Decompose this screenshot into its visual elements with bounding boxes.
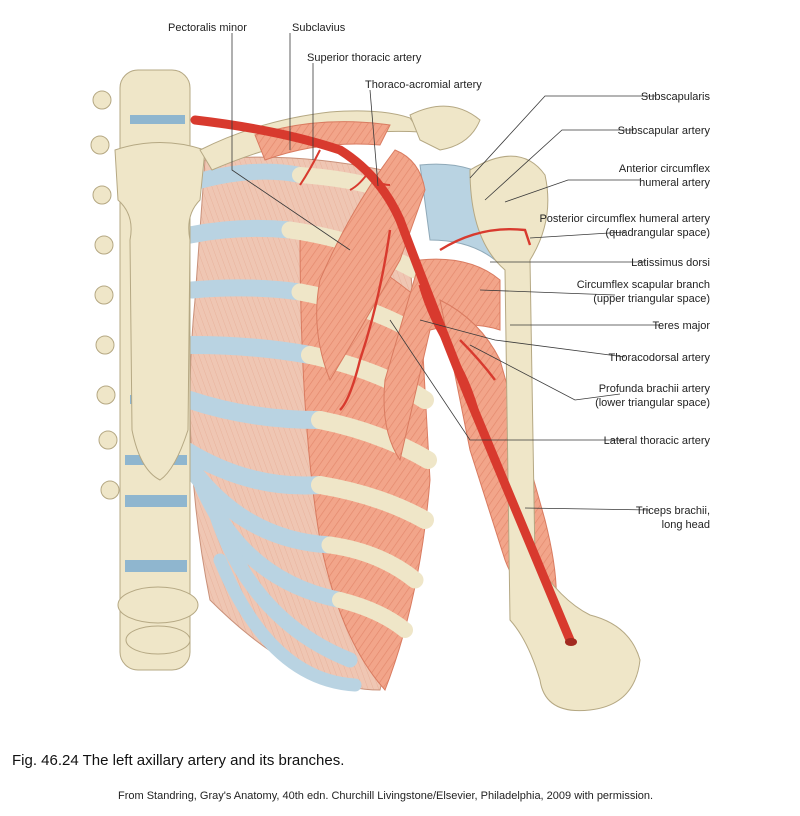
sternum xyxy=(114,142,206,481)
label-circumflex-scapular-line1: Circumflex scapular branch xyxy=(577,279,710,291)
label-posterior-circumflex-line1: Posterior circumflex humeral artery xyxy=(539,213,710,225)
label-triceps-line2: long head xyxy=(662,519,710,531)
label-teres-major: Teres major xyxy=(653,320,711,332)
humerus xyxy=(469,155,641,712)
label-lateral-thoracic-artery: Lateral thoracic artery xyxy=(604,435,711,447)
circumflex-humeral-artery-vessel xyxy=(439,228,532,252)
label-latissimus-dorsi: Latissimus dorsi xyxy=(631,257,710,269)
scapula xyxy=(409,105,481,151)
label-subclavius: Subclavius xyxy=(292,22,346,34)
figure-credit: From Standring, Gray's Anatomy, 40th edn… xyxy=(118,790,654,802)
subscapular-artery-vessel xyxy=(418,284,482,421)
label-triceps-line1: Triceps brachii, xyxy=(636,505,710,517)
profunda-brachii-artery-vessel xyxy=(459,339,496,381)
label-subscapularis: Subscapularis xyxy=(641,91,711,103)
label-anterior-circumflex-line2: humeral artery xyxy=(639,177,710,189)
label-circumflex-scapular-line2: (upper triangular space) xyxy=(593,293,710,305)
leader-lines xyxy=(231,33,660,511)
label-profunda-brachii-line2: (lower triangular space) xyxy=(595,397,710,409)
figure-caption: Fig. 46.24 The left axillary artery and … xyxy=(12,752,345,769)
labels: Pectoralis minor Subclavius Superior tho… xyxy=(168,22,711,531)
subclavian-axillary-brachial-artery xyxy=(190,115,575,645)
superior-thoracic-artery-vessel xyxy=(299,149,321,186)
label-profunda-brachii-line1: Profunda brachii artery xyxy=(599,383,711,395)
lateral-thoracic-artery-vessel xyxy=(339,229,392,411)
label-pectoralis-minor: Pectoralis minor xyxy=(168,22,247,34)
label-superior-thoracic-artery: Superior thoracic artery xyxy=(307,52,422,64)
label-thoraco-acromial-artery: Thoraco-acromial artery xyxy=(365,79,482,91)
anatomy-illustration: Pectoralis minor Subclavius Superior tho… xyxy=(90,22,711,712)
label-posterior-circumflex-line2: (quadrangular space) xyxy=(605,227,710,239)
label-subscapular-artery: Subscapular artery xyxy=(618,125,711,137)
label-anterior-circumflex-line1: Anterior circumflex xyxy=(619,163,711,175)
label-thoracodorsal-artery: Thoracodorsal artery xyxy=(609,352,711,364)
arterial-tree xyxy=(190,115,577,646)
